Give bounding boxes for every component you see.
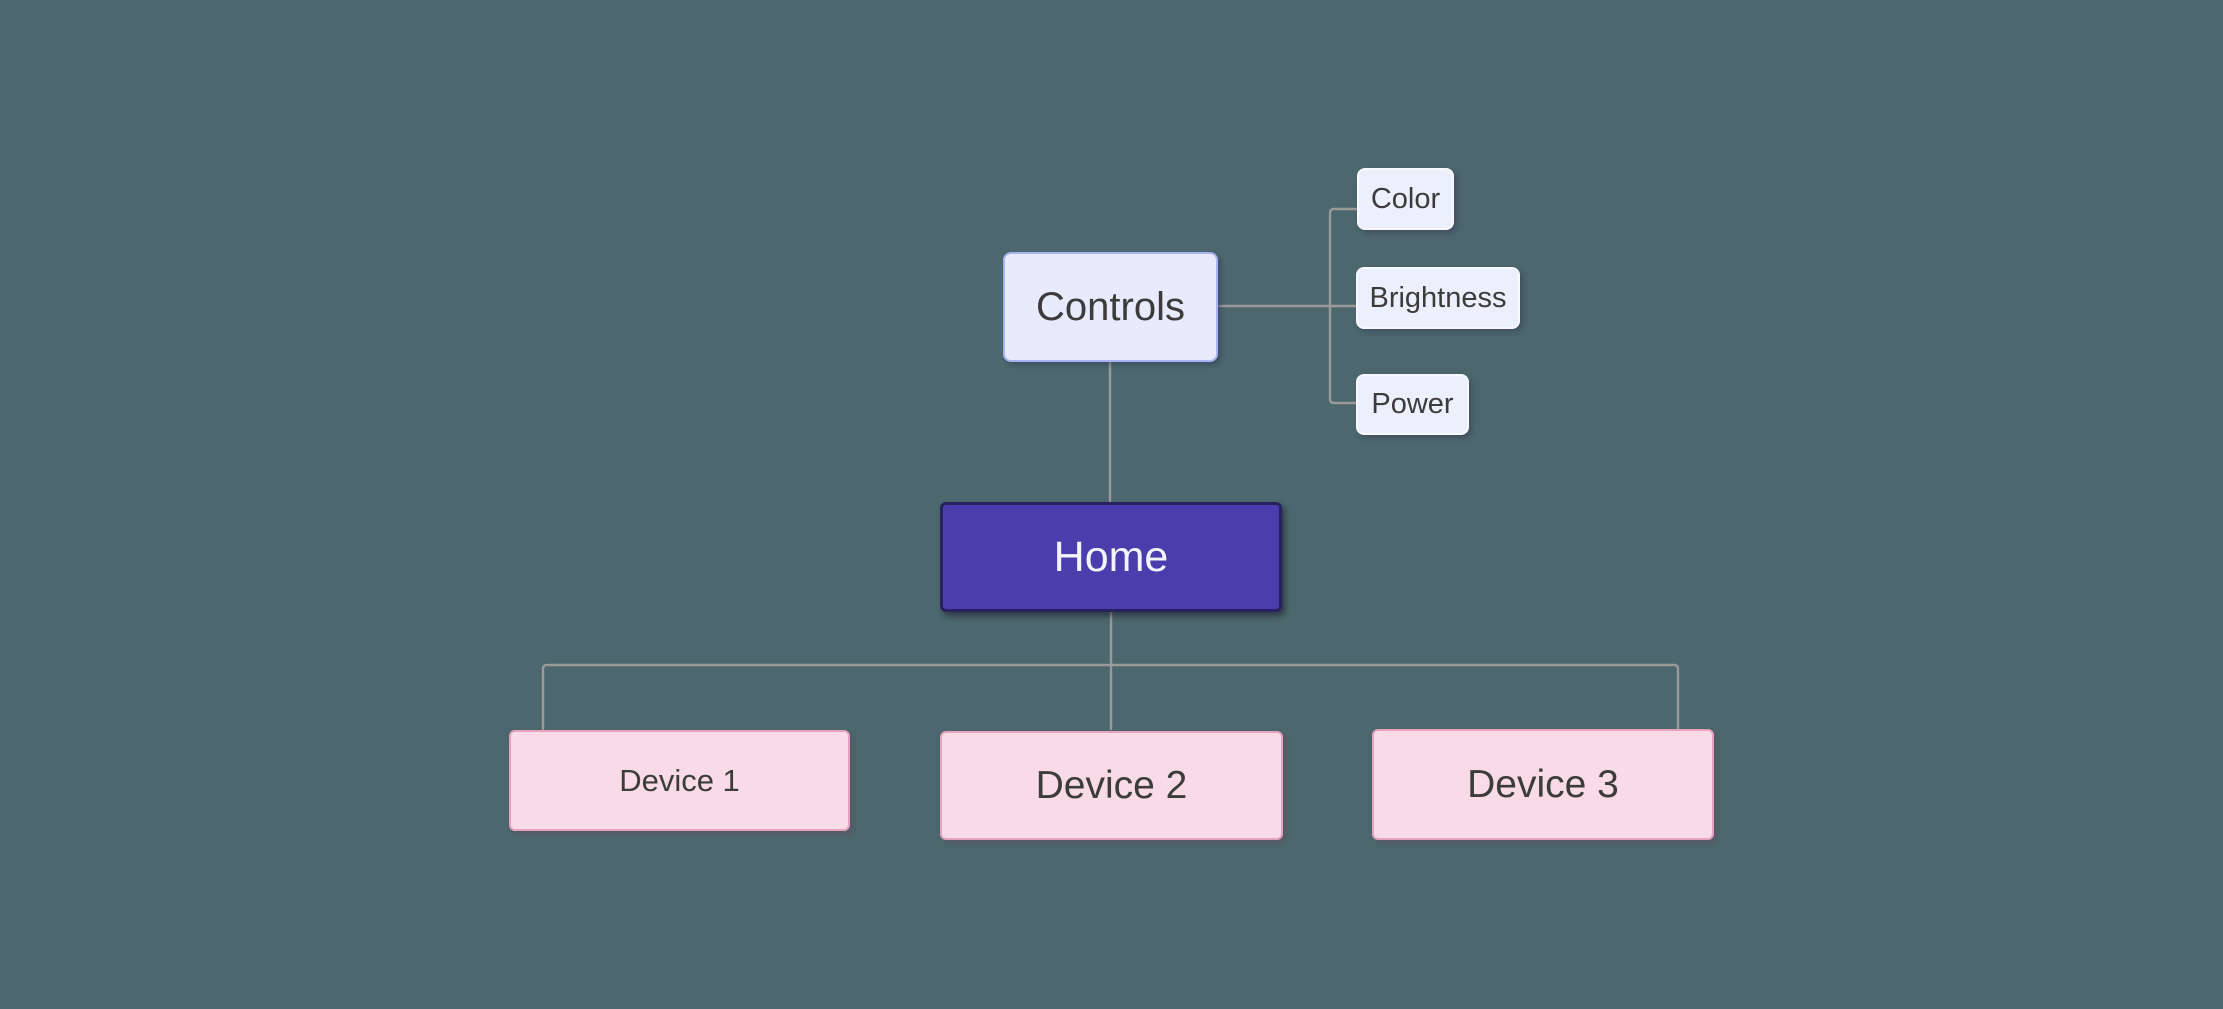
node-label: Brightness — [1369, 281, 1507, 314]
node-label: Color — [1370, 182, 1441, 215]
node-label: Device 3 — [1467, 762, 1619, 806]
node-device-2[interactable]: Device 2 — [940, 731, 1283, 840]
node-label: Device 1 — [619, 762, 740, 798]
node-label: Home — [1053, 532, 1169, 581]
node-label: Power — [1371, 388, 1454, 420]
edge-home-devices-bar — [541, 663, 1680, 730]
edge-controls-color-power-trunk — [1328, 207, 1357, 405]
node-brightness[interactable]: Brightness — [1356, 267, 1520, 329]
node-device-1[interactable]: Device 1 — [509, 730, 850, 831]
node-power[interactable]: Power — [1356, 374, 1469, 435]
node-color[interactable]: Color — [1357, 168, 1454, 230]
node-label: Controls — [1036, 284, 1185, 329]
node-device-3[interactable]: Device 3 — [1372, 729, 1714, 840]
node-label: Device 2 — [1035, 763, 1188, 807]
node-home[interactable]: Home — [940, 502, 1282, 612]
node-controls[interactable]: Controls — [1003, 252, 1218, 362]
